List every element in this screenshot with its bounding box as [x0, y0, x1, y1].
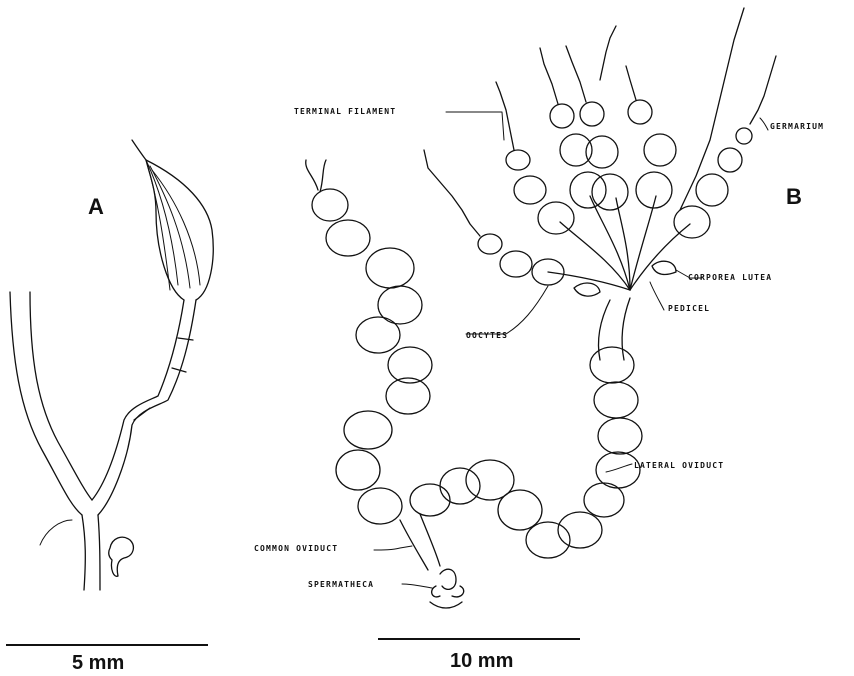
label-common-oviduct: COMMON OVIDUCT: [254, 544, 338, 554]
ovarioles: [424, 8, 776, 290]
label-pedicel: PEDICEL: [668, 304, 710, 314]
label-germarium: GERMARIUM: [770, 122, 824, 132]
label-spermatheca: SPERMATHECA: [308, 580, 374, 590]
label-terminal-filament: TERMINAL FILAMENT: [294, 107, 396, 117]
panel-a-letter: A: [88, 194, 104, 220]
panel-b-letter: B: [786, 184, 802, 210]
label-lateral-oviduct: LATERAL OVIDUCT: [634, 461, 724, 471]
label-corporea-lutea: CORPOREA LUTEA: [688, 273, 772, 283]
panel-a-ovary: [10, 140, 213, 590]
lateral-oviduct-oocytes: [440, 347, 642, 558]
scale-bar-a: [6, 644, 208, 646]
left-oviduct-oocytes: [312, 189, 450, 524]
scale-bar-b: [378, 638, 580, 640]
scale-label-a: 5 mm: [72, 652, 124, 675]
label-oocytes: OOCYTES: [466, 331, 508, 341]
scale-label-b: 10 mm: [450, 650, 513, 673]
